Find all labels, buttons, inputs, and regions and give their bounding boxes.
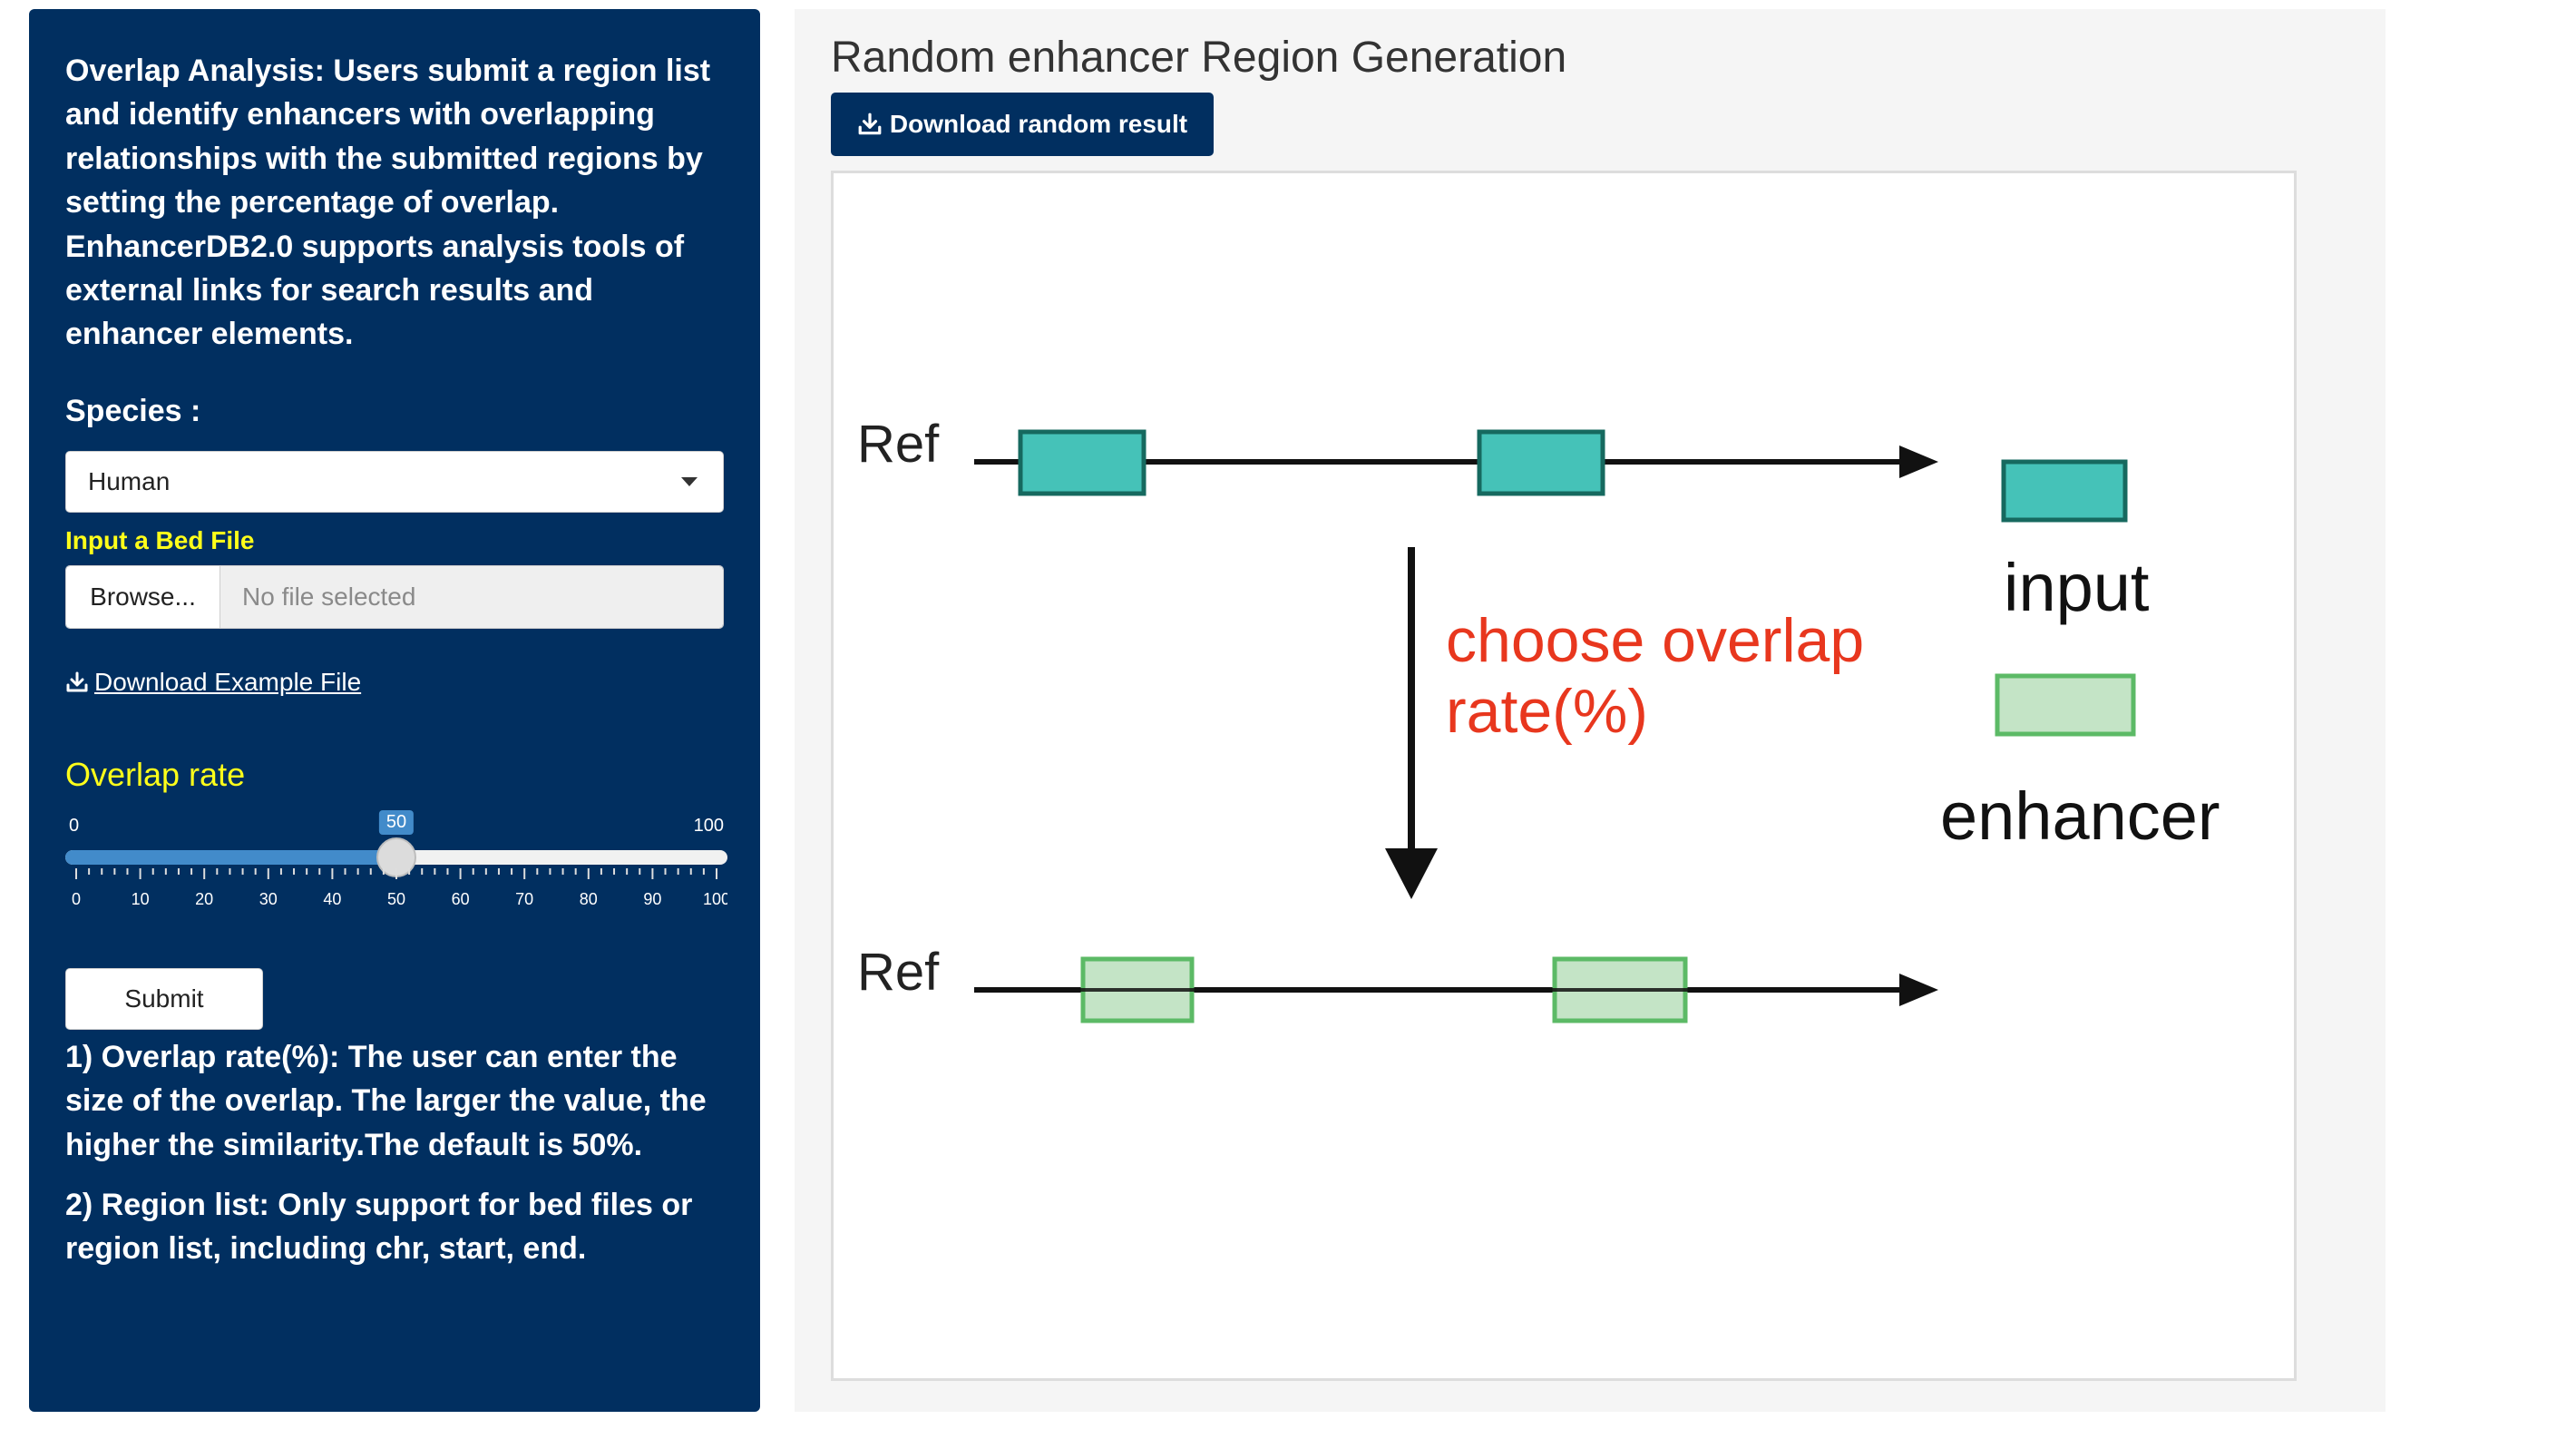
slider-max-label: 100: [693, 815, 724, 836]
slider-tick-label: 0: [72, 890, 81, 908]
overlap-rate-label: Overlap rate: [65, 755, 246, 793]
slider-min-label: 0: [69, 815, 80, 836]
slider-tick-label: 80: [580, 890, 598, 908]
download-icon: [66, 671, 88, 692]
slider-tick-label: 30: [259, 890, 278, 908]
sidebar-panel: Overlap Analysis: Users submit a region …: [29, 9, 760, 1412]
chevron-down-icon: [681, 476, 698, 486]
slider-tick-label: 20: [195, 890, 213, 908]
input-region-2: [1477, 429, 1605, 496]
legend-enhancer-swatch: [1995, 673, 2136, 737]
overlap-diagram: Ref choose overlap rate(%) input enhance…: [831, 171, 2297, 1381]
slider-tick-label: 90: [643, 890, 661, 908]
species-select-value: Human: [88, 466, 171, 495]
legend-input-swatch: [2001, 459, 2128, 523]
slider-ticks: 0 10 20 30 40 50 60 70 80 90 100: [72, 867, 727, 908]
intro-text: Overlap Analysis: Users submit a region …: [65, 54, 711, 352]
slider-tick-label: 70: [515, 890, 533, 908]
slider-tick-label: 50: [387, 890, 405, 908]
download-example-link[interactable]: Download Example File: [65, 667, 724, 698]
slider-tick-label: 100: [703, 890, 727, 908]
download-example-label: Download Example File: [94, 667, 362, 696]
slider-value-bubble: 50: [378, 809, 415, 835]
choose-overlap-text-line2: rate(%): [1446, 677, 1648, 746]
download-random-result-button[interactable]: Download random result: [831, 93, 1214, 156]
ref-label-bottom: Ref: [857, 943, 940, 1002]
download-icon: [858, 113, 882, 135]
input-region-1: [1018, 429, 1147, 496]
main-panel: Random enhancer Region Generation Downlo…: [795, 9, 2386, 1412]
species-label: Species :: [65, 393, 201, 428]
ref-label-top: Ref: [857, 415, 940, 474]
slider-tick-label: 40: [323, 890, 341, 908]
bed-file-input[interactable]: Browse... No file selected: [65, 564, 724, 629]
arrow-head-top: [1899, 445, 1938, 478]
note-region-list: 2) Region list: Only support for bed fil…: [65, 1188, 693, 1267]
file-name-display: No file selected: [220, 565, 723, 628]
bed-file-label: Input a Bed File: [65, 525, 255, 554]
species-select[interactable]: Human: [65, 450, 724, 513]
down-arrow-head: [1385, 848, 1438, 899]
slider-tick-label: 60: [452, 890, 470, 908]
overlap-diagram-svg: Ref choose overlap rate(%) input enhance…: [857, 415, 2220, 1023]
legend-enhancer-label: enhancer: [1940, 778, 2220, 854]
choose-overlap-text-line1: choose overlap: [1446, 606, 1864, 675]
submit-button[interactable]: Submit: [65, 967, 263, 1030]
download-random-result-label: Download random result: [889, 110, 1188, 138]
browse-button[interactable]: Browse...: [66, 565, 220, 628]
overlap-rate-slider[interactable]: 0 100 50 0 10 20 30 40 50 60 70 80 90 100: [65, 805, 727, 959]
page-title: Random enhancer Region Generation: [831, 34, 1567, 82]
slider-fill: [65, 849, 396, 865]
note-overlap-rate: 1) Overlap rate(%): The user can enter t…: [65, 1039, 707, 1162]
legend-input-label: input: [2004, 550, 2150, 625]
slider-tick-label: 10: [132, 890, 150, 908]
